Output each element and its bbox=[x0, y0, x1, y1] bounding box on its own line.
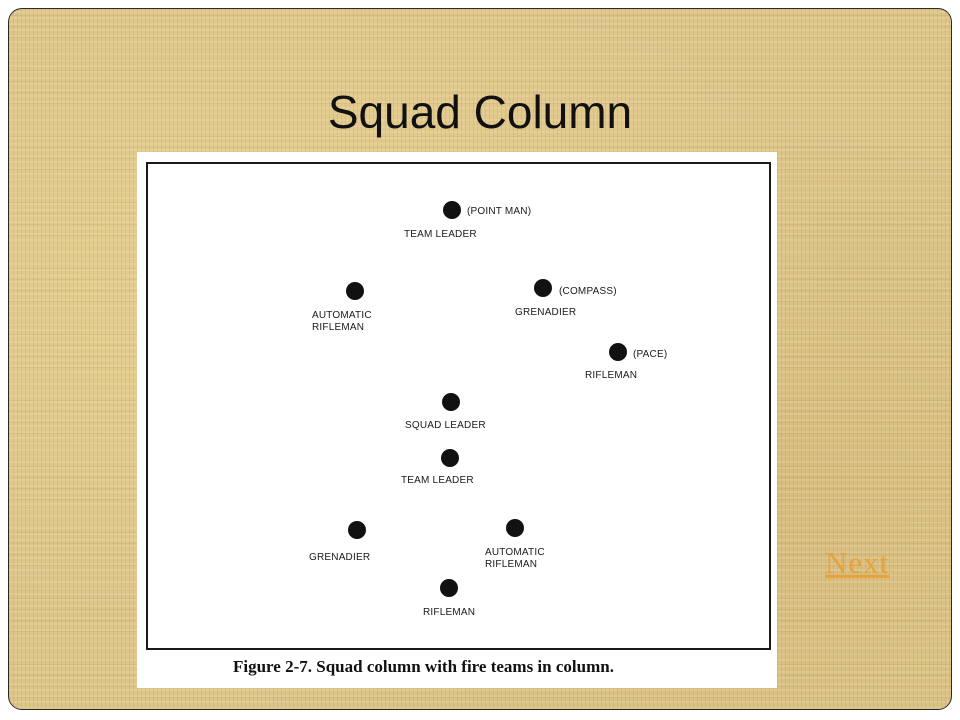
next-link[interactable]: Next bbox=[825, 545, 890, 580]
member-role-label: TEAM LEADER bbox=[404, 229, 477, 240]
member-position-dot bbox=[346, 282, 364, 300]
member-role-label: RIFLEMAN bbox=[312, 322, 364, 333]
member-position-dot bbox=[534, 279, 552, 297]
squad-member: GRENADIER (COMPASS) bbox=[515, 279, 617, 318]
squad-member: TEAM LEADER bbox=[401, 449, 474, 486]
members-layer: TEAM LEADER(POINT MAN)AUTOMATICRIFLEMANG… bbox=[309, 201, 667, 618]
squad-member: RIFLEMAN bbox=[423, 579, 475, 618]
member-role-label: GRENADIER bbox=[515, 307, 576, 318]
squad-member: TEAM LEADER (POINT MAN) bbox=[404, 201, 531, 240]
member-position-dot bbox=[609, 343, 627, 361]
member-role-label: SQUAD LEADER bbox=[405, 420, 486, 431]
member-role-label: AUTOMATIC bbox=[312, 310, 372, 321]
squad-member: GRENADIER bbox=[309, 521, 370, 563]
member-position-dot bbox=[443, 201, 461, 219]
member-position-dot bbox=[440, 579, 458, 597]
member-role-label: RIFLEMAN bbox=[585, 370, 637, 381]
member-role-label: AUTOMATIC bbox=[485, 547, 545, 558]
slide-title: Squad Column bbox=[327, 86, 633, 138]
member-duty-note: (PACE) bbox=[633, 349, 667, 360]
squad-column-diagram: TEAM LEADER(POINT MAN)AUTOMATICRIFLEMANG… bbox=[146, 162, 771, 676]
member-role-label: TEAM LEADER bbox=[401, 475, 474, 486]
member-duty-note: (POINT MAN) bbox=[467, 206, 531, 217]
member-position-dot bbox=[441, 449, 459, 467]
member-duty-note: (COMPASS) bbox=[559, 286, 617, 297]
member-role-label: RIFLEMAN bbox=[423, 607, 475, 618]
member-role-label: GRENADIER bbox=[309, 552, 370, 563]
member-position-dot bbox=[506, 519, 524, 537]
squad-member: SQUAD LEADER bbox=[405, 393, 486, 431]
squad-member: RIFLEMAN (PACE) bbox=[585, 343, 667, 381]
member-role-label: RIFLEMAN bbox=[485, 559, 537, 570]
figure-border bbox=[146, 162, 771, 650]
member-position-dot bbox=[442, 393, 460, 411]
member-position-dot bbox=[348, 521, 366, 539]
slide-frame: Squad Column TEAM LEADER (POINT MAN) AUTOM… bbox=[8, 8, 952, 710]
figure-caption: Figure 2-7. Squad column with fire teams… bbox=[233, 657, 614, 676]
